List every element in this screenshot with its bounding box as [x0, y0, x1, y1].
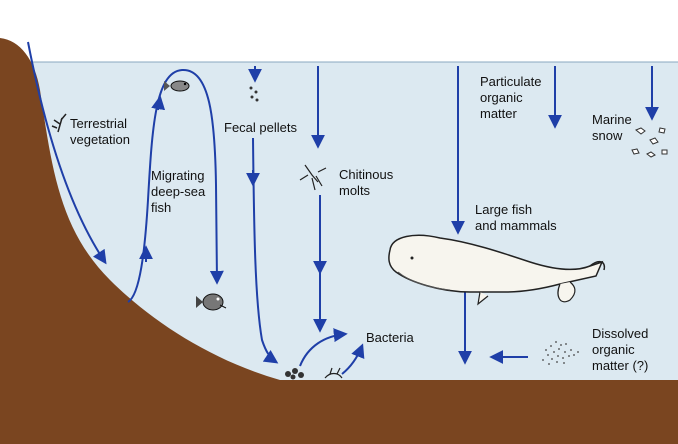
label-fecal-pellets: Fecal pellets: [224, 120, 297, 136]
label-bacteria: Bacteria: [366, 330, 414, 346]
label-particulate-organic-matter: Particulate organic matter: [480, 74, 541, 122]
label-chitinous-molts: Chitinous molts: [339, 167, 393, 199]
label-marine-snow: Marine snow: [592, 112, 632, 144]
label-terrestrial-vegetation: Terrestrial vegetation: [70, 116, 130, 148]
label-dissolved-organic-matter: Dissolved organic matter (?): [592, 326, 648, 374]
label-large-fish-mammals: Large fish and mammals: [475, 202, 557, 234]
label-migrating-fish: Migrating deep-sea fish: [151, 168, 205, 216]
